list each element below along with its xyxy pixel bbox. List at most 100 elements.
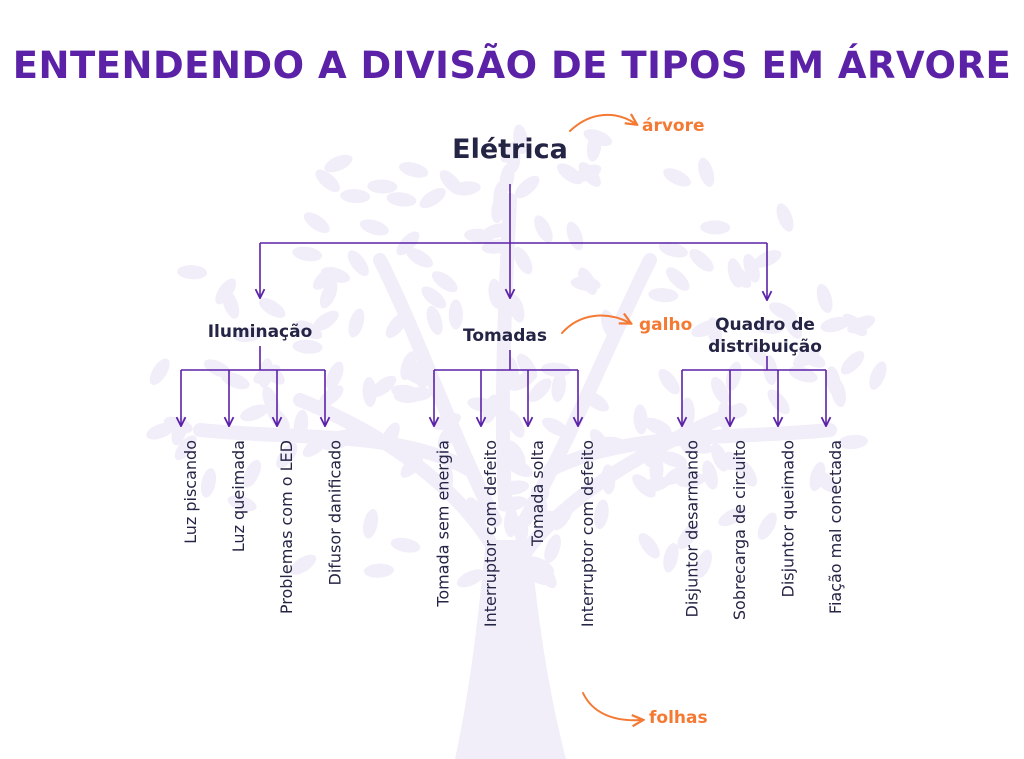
tree-leaf-shape [590, 428, 610, 456]
annotation-arrow-galho [561, 316, 630, 334]
tree-leaf-shape [528, 378, 552, 403]
tree-leaf-shape [663, 465, 690, 486]
tree-leaf-shape [658, 451, 688, 468]
tree-leaf-shape [403, 368, 432, 386]
tree-leaf-shape [514, 175, 540, 199]
tree-leaf-shape [830, 377, 846, 408]
tree-leaf-shape [663, 542, 679, 573]
tree-leaf-shape [319, 280, 338, 309]
tree-leaf-shape [820, 316, 850, 333]
tree-bough-shape [373, 253, 502, 527]
tree-leaf-shape [551, 372, 566, 403]
tree-leaf-shape [347, 250, 369, 277]
tree-leaf-shape [578, 267, 597, 295]
tree-bough-shape [495, 193, 517, 507]
tree-leaf-shape [769, 302, 797, 321]
tree-leaf-shape [402, 387, 433, 402]
tree-leaf-shape [362, 377, 377, 407]
tree-leaf-shape [340, 189, 371, 204]
tree-leaf-shape [530, 486, 548, 515]
tree-leaf-shape [517, 353, 538, 380]
tree-leaf-shape [312, 310, 339, 332]
tree-leaf-shape [488, 278, 503, 309]
tree-leaf-shape [700, 220, 731, 235]
tree-leaf-shape [493, 180, 508, 211]
tree-leaf-shape [315, 169, 340, 192]
tree-leaf-shape [534, 215, 553, 243]
tree-leaf-shape [776, 203, 794, 232]
tree-leaf-shape [497, 496, 528, 512]
tree-leaf-shape [322, 430, 349, 451]
tree-leaf-shape [242, 459, 262, 488]
tree-leaf-shape [437, 422, 459, 449]
tree-leaf-shape [542, 417, 570, 437]
tree-leaf-shape [649, 454, 664, 485]
tree-leaf-shape [798, 349, 826, 368]
tree-leaf-shape [506, 440, 526, 468]
tree-leaf-shape [177, 265, 208, 280]
tree-leaf-shape [753, 319, 784, 334]
tree-leaf-shape [302, 435, 328, 458]
tree-leaf-shape [363, 563, 394, 578]
tree-leaf-shape [293, 409, 309, 440]
tree-leaf-shape [838, 434, 868, 450]
tree-leaf-shape [289, 554, 317, 575]
tree-leaf-shape [508, 293, 525, 323]
tree-leaf-shape [494, 543, 510, 573]
tree-trunk-shape [455, 540, 566, 759]
tree-leaf-shape [698, 157, 715, 187]
annotation-arrow-arvore [569, 115, 636, 132]
tree-leaf-shape [431, 271, 458, 293]
annotation-arrow-folhas [582, 692, 642, 720]
tree-leaf-shape [227, 495, 257, 512]
tree-leaf-shape [303, 212, 330, 234]
tree-leaf-shape [522, 559, 541, 588]
tree-leaf-shape [464, 228, 495, 243]
tree-leaf-shape [710, 376, 730, 405]
tree-leaf-shape [406, 248, 433, 268]
tree-leaf-shape [240, 404, 269, 422]
tree-leaf-shape [513, 246, 533, 275]
tree-leaf-shape [714, 455, 745, 470]
tree-leaf-shape [390, 537, 421, 553]
tree-leaf-shape [419, 188, 446, 209]
tree-leaf-shape [505, 458, 533, 478]
branch-node-quadro-distribuicao: Quadro de distribuição [708, 315, 822, 357]
tree-leaf-shape [643, 417, 672, 436]
tree-leaf-shape [149, 358, 170, 385]
tree-leaf-shape [359, 219, 389, 236]
tree-bough-shape [518, 253, 657, 527]
tree-leaf-shape [398, 162, 429, 178]
tree-leaf-shape [258, 297, 286, 318]
tree-leaf-shape [326, 361, 344, 390]
tree-leaf-shape [869, 361, 887, 390]
tree-leaf-shape [812, 469, 837, 493]
tree-leaf-shape [448, 299, 463, 330]
tree-leaf-shape [262, 386, 280, 415]
tree-leaf-shape [386, 192, 417, 207]
tree-leaf-shape [258, 358, 274, 388]
tree-leaf-shape [500, 138, 524, 163]
tree-leaf-shape [840, 351, 865, 375]
tree-leaf-shape [426, 305, 443, 335]
tree-leaf-shape [691, 320, 720, 338]
tree-leaf-shape [677, 523, 699, 550]
tree-leaf-shape [174, 435, 197, 461]
annotation-folhas: folhas [649, 708, 708, 728]
tree-leaf-shape [695, 549, 712, 579]
tree-leaf-shape [658, 369, 680, 395]
tree-leaf-shape [276, 442, 298, 469]
tree-leaf-shape [200, 468, 217, 498]
tree-leaf-shape [233, 327, 264, 342]
tree-leaf-shape [727, 264, 752, 288]
tree-leaf-shape [370, 375, 397, 398]
annotation-galho: galho [639, 315, 693, 335]
tree-leaf-shape [504, 507, 519, 538]
tree-leaf-shape [292, 339, 323, 354]
tree-leaf-shape [363, 509, 379, 539]
tree-leaf-shape [499, 480, 530, 496]
tree-leaf-shape [381, 422, 400, 450]
tree-leaf-shape [663, 168, 691, 187]
tree-leaf-shape [320, 267, 350, 283]
